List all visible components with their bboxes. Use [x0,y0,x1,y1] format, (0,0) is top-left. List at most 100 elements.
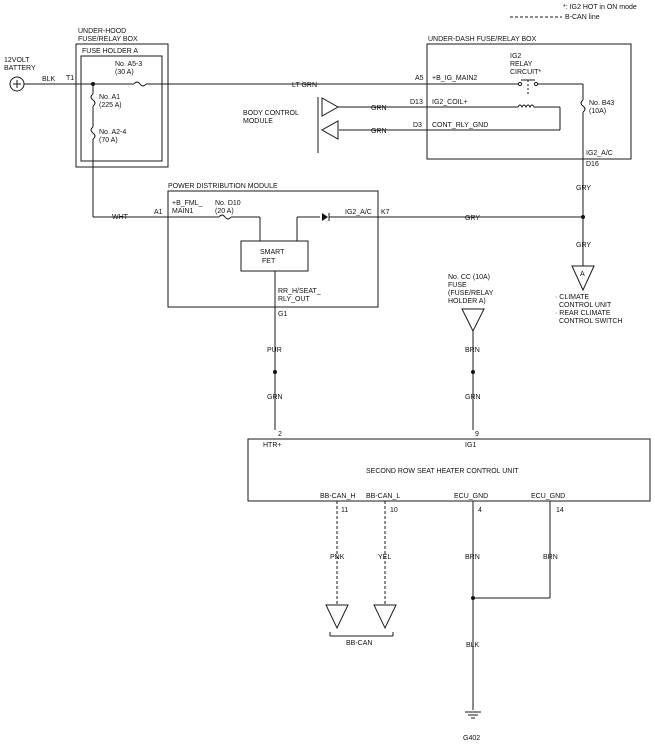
fuse-d10-amp: (20 A) [215,208,234,215]
junction-brn-grn [471,370,475,374]
wire-label-grn-ig1: GRN [465,394,481,401]
fuse-holder-a-label: FUSE HOLDER A [82,48,138,55]
wire-label-gry-2: GRY [576,242,591,249]
sig-ig1: IG1 [465,442,476,449]
relay-label-3: CIRCUIT* [510,69,541,76]
battery-label-1: 12VOLT [4,57,30,64]
pin-d3: D3 [413,122,422,129]
bbcan-label: BB-CAN [346,640,372,647]
relay-switch-icon [517,79,539,96]
sig-rr-hseat-1: RR_H/SEAT_ [278,288,321,295]
sig-htr: HTR+ [263,442,281,449]
pdm-box [167,190,379,308]
smart-fet-label-2: FET [262,258,276,265]
wire-label-grn-d3: GRN [371,128,387,135]
bbcan-l-connector-icon [373,604,397,630]
sig-ig2-ac-pdm: IG2_A/C [345,209,372,216]
bcm-label-1: BODY CONTROL [243,110,299,117]
pin-d16: D16 [586,161,599,168]
sig-b-ig-main2: +B_IG_MAIN2 [432,75,477,82]
pdm-title: POWER DISTRIBUTION MODULE [168,183,278,190]
underdash-box [426,43,632,160]
fuse-a24-icon [90,126,96,140]
wire-label-gry-k7: GRY [465,215,480,222]
legend-bcan-note: B-CAN line [565,14,600,21]
fuse-d10-label: No. D10 [215,200,241,207]
fuse-a1-icon [90,93,96,107]
wire-label-yel: YEL [378,554,391,561]
pin-g1: G1 [278,311,287,318]
pin-t1: T1 [66,75,74,82]
pin-10: 10 [390,507,398,514]
bcm-output-arrow-icon [321,97,340,117]
sig-ig2-coil: IG2_COIL+ [432,99,468,106]
pin-9: 9 [475,431,479,438]
pin-4: 4 [478,507,482,514]
fuse-d10-icon [218,214,232,220]
climate-label-1: · CLIMATE [555,294,589,301]
fuse-a24-amp: (70 A) [99,137,118,144]
smart-fet-label-1: SMART [260,249,285,256]
fuse-a53-icon [133,81,147,87]
bcm-input-arrow-icon [320,120,339,140]
wire-label-lt-grn: LT GRN [292,82,317,89]
fuse-a1-label: No. A1 [99,94,120,101]
wire-label-grn-htr: GRN [267,394,283,401]
climate-label-2: CONTROL UNIT [559,302,612,309]
sig-ecu-gnd-2: ECU_GND [531,493,565,500]
sig-fml-main1-b: MAIN1 [172,208,194,215]
fuse-holder-a-box [80,55,163,162]
fuse-a1-amp: (225 A) [99,102,122,109]
sig-ecu-gnd-1: ECU_GND [454,493,488,500]
underhood-box-outer [75,43,169,168]
sig-bb-can-l: BB-CAN_L [366,493,400,500]
sig-rr-hseat-2: RLY_OUT [278,296,310,303]
relay-label-1: IG2 [510,53,521,60]
climate-connector-icon [571,265,595,292]
battery-icon [9,76,25,92]
battery-label-2: BATTERY [4,65,36,72]
wire-label-blk-battery: BLK [42,76,56,83]
underhood-title-1: UNDER-HOOD [78,28,126,35]
climate-connector-label: A [580,271,585,278]
fuse-cc-label-3: (FUSE/RELAY [448,290,494,297]
wire-label-brn-gnd1: BRN [465,554,480,561]
ground-icon [465,711,481,719]
relay-label-2: RELAY [510,61,533,68]
diode-icon [322,213,328,221]
pin-d13: D13 [410,99,423,106]
fuse-b43-label: No. B43 [589,100,614,107]
fuse-cc-label-2: FUSE [448,282,467,289]
fuse-b43-amp: (10A) [589,108,606,115]
pin-a1: A1 [154,209,163,216]
fuse-cc-connector-icon [461,308,485,333]
wire-label-brn-gnd2: BRN [543,554,558,561]
climate-label-4: CONTROL SWITCH [559,318,623,325]
pin-2: 2 [278,431,282,438]
pin-k7: K7 [381,209,390,216]
fuse-a24-label: No. A2-4 [99,129,126,136]
wire-label-pur: PUR [267,347,282,354]
underhood-title-2: FUSE/RELAY BOX [78,36,138,43]
relay-coil-icon [517,104,535,109]
fuse-a53-label: No. A5-3 [115,61,142,68]
legend-ig2-note: *: IG2 HOT in ON mode [563,4,637,11]
wire-label-grn-d13: GRN [371,105,387,112]
pin-11: 11 [341,507,348,514]
sig-bb-can-h: BB-CAN_H [320,493,355,500]
sig-fml-main1-a: +B_FML_ [172,200,203,207]
wire-label-brn-1: BRN [465,347,480,354]
fuse-a53-amp: (30 A) [115,69,134,76]
underdash-title: UNDER-DASH FUSE/RELAY BOX [428,36,537,43]
bcm-label-2: MODULE [243,118,273,125]
sig-ig2-ac-underdash: IG2_A/C [586,150,613,157]
fuse-cc-label-4: HOLDER A) [448,298,486,305]
bbcan-h-connector-icon [325,604,349,630]
ground-label: G402 [463,735,480,742]
wire-label-blk-gnd: BLK [466,642,480,649]
climate-label-3: · REAR CLIMATE [555,310,611,317]
wire-label-wht: WHT [112,214,129,221]
fuse-b43-icon [580,99,586,113]
smart-fet-box [240,240,309,272]
